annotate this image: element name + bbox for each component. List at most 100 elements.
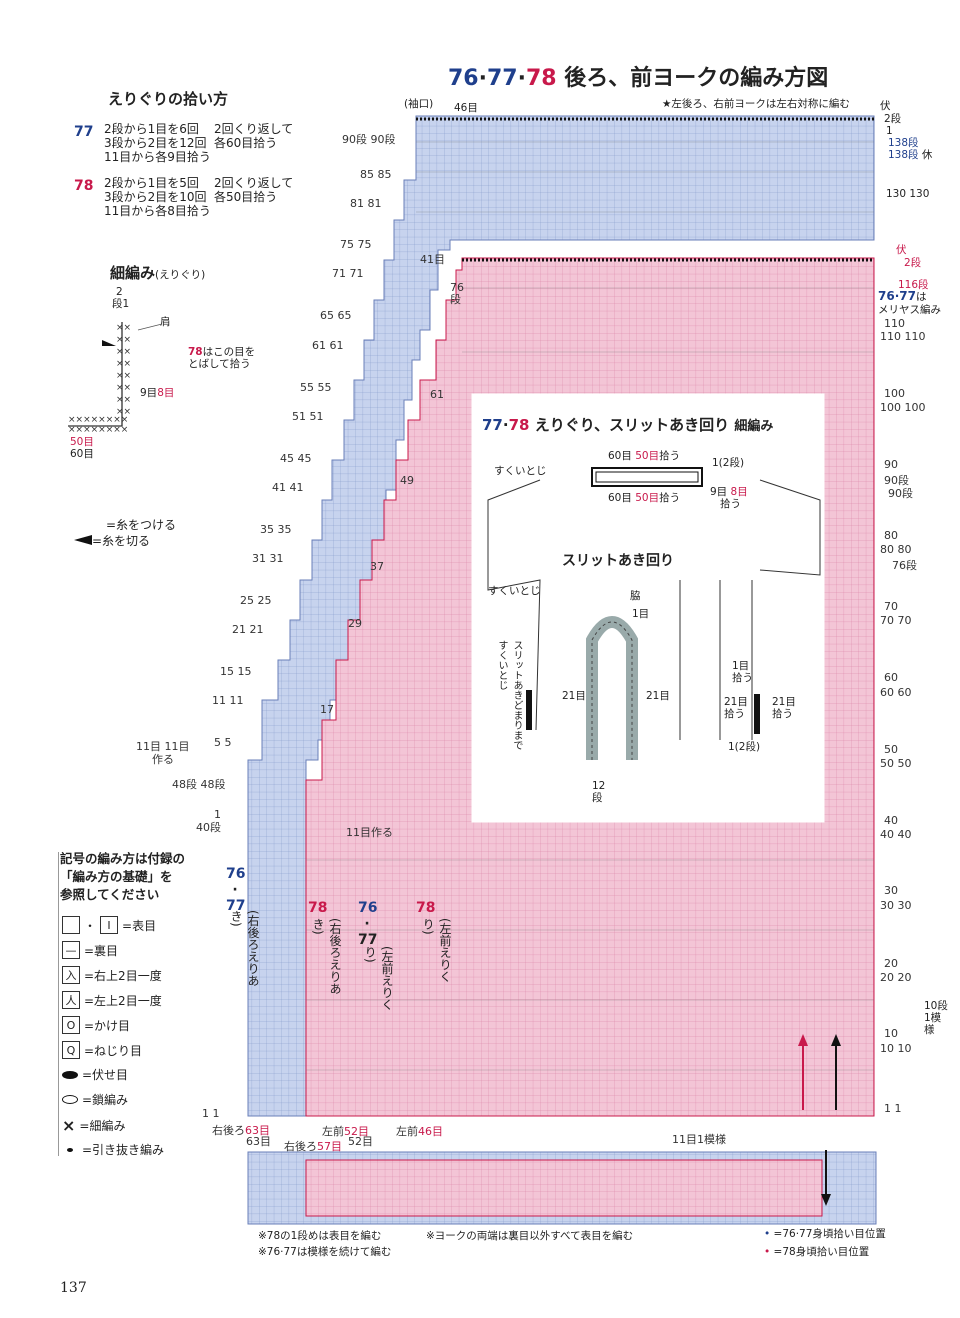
yarn-cut: =糸を切る bbox=[74, 534, 150, 548]
inset-hirou-c: 拾う bbox=[720, 498, 741, 510]
right-row-90c: 90段 bbox=[888, 487, 913, 500]
lb-leftfront2: 左前46目 bbox=[396, 1125, 443, 1138]
legend-purl: —=裏目 bbox=[62, 941, 118, 959]
legend-bindoff: =伏せ目 bbox=[62, 1066, 128, 1083]
pickup-heading: えりぐりの拾い方 bbox=[108, 90, 229, 108]
inset-m1: 1目 bbox=[632, 608, 650, 620]
inset-9: 9目 8目 bbox=[710, 486, 748, 498]
right-row-10b: 10 10 bbox=[880, 1042, 912, 1055]
right-row-110b: 110 110 bbox=[880, 330, 926, 343]
left-row-31: 31 31 bbox=[252, 552, 284, 565]
crochet-row1: 段1 bbox=[112, 298, 130, 310]
crochet-mini-diagram: ×××××××× ×××××××× ×××××××××××××××× bbox=[68, 322, 163, 435]
yarn-attach-icon bbox=[74, 519, 106, 529]
lb-leftfront: 左前52目 bbox=[322, 1125, 369, 1138]
svg-text:××××××××: ×××××××× bbox=[68, 425, 128, 435]
left-row-21: 21 21 bbox=[232, 623, 264, 636]
right-row-1: 1 1 bbox=[884, 1102, 902, 1115]
left-row-90: 90段 90段 bbox=[342, 133, 396, 146]
left-row-75: 75 75 bbox=[340, 238, 372, 251]
left-row-5: 5 5 bbox=[214, 736, 232, 749]
lb-48: 48段 48段 bbox=[172, 778, 226, 791]
lb-11make: 11目作る bbox=[346, 826, 393, 839]
right-row-76: 76段 bbox=[892, 559, 917, 572]
legend-chain: =鎖編み bbox=[62, 1091, 128, 1108]
right-row-110: 110 bbox=[884, 317, 905, 330]
left-row-15: 15 15 bbox=[220, 665, 252, 678]
left-row-45: 45 45 bbox=[280, 452, 312, 465]
lb-1: 1 bbox=[214, 808, 221, 821]
right-row-60: 60 bbox=[884, 671, 898, 684]
right-row-50b: 50 50 bbox=[880, 757, 912, 770]
legend-knit: ・I=表目 bbox=[62, 916, 156, 934]
legend-slip: =引き抜き編み bbox=[62, 1141, 164, 1158]
legend-divider bbox=[58, 852, 59, 1156]
inset-slit-vert: スリットあきどまりまですくいとじ bbox=[496, 640, 522, 750]
legend-left-dec: 人=左上2目一度 bbox=[62, 991, 162, 1009]
st46-label: 46目 bbox=[454, 102, 478, 114]
lb-rightback: 右後ろ63目 bbox=[212, 1124, 270, 1137]
vert-78b-sub: (左前えりくり) bbox=[421, 918, 452, 983]
right-row-40b: 40 40 bbox=[880, 828, 912, 841]
symbols-heading: 記号の編み方は付録の「編み方の基礎」を参照してください bbox=[60, 851, 186, 902]
bottom-note-2: ※76·77は模様を続けて編む bbox=[258, 1246, 392, 1258]
r76-77: 76·77は bbox=[878, 289, 927, 303]
svg-text:××: ×× bbox=[116, 407, 131, 417]
r2b: 2段 bbox=[904, 257, 922, 269]
yarn-cut-icon bbox=[74, 535, 92, 545]
vert-76-77: 76·77 bbox=[226, 866, 246, 914]
bottom-band-pink bbox=[305, 1159, 823, 1217]
r138b: 138段 休 bbox=[888, 149, 933, 161]
red-29: 29 bbox=[348, 617, 362, 630]
inset-m21c: 21目拾う bbox=[724, 696, 748, 720]
crochet-note: 78はこの目をとばして拾う bbox=[188, 346, 256, 370]
inset-r1a: 1(2段) bbox=[712, 457, 745, 469]
right-row-20b: 20 20 bbox=[880, 971, 912, 984]
left-row-85: 85 85 bbox=[360, 168, 392, 181]
vert-76b: 76·77 bbox=[358, 900, 378, 948]
inset-m21a: 21目 bbox=[562, 690, 586, 702]
fuse2: 伏 bbox=[896, 244, 907, 256]
vert-78a-sub: (右後ろえりあき) bbox=[311, 918, 342, 995]
right-row-20: 20 bbox=[884, 957, 898, 970]
left-row-65: 65 65 bbox=[320, 309, 352, 322]
lb-40: 40段 bbox=[196, 821, 221, 834]
red-61: 61 bbox=[430, 388, 444, 401]
inset-m1b: 1目拾う bbox=[732, 660, 753, 684]
pattern10: 10段1模様 bbox=[924, 1000, 948, 1036]
left-row-25: 25 25 bbox=[240, 594, 272, 607]
right-row-30: 30 bbox=[884, 884, 898, 897]
red-49: 49 bbox=[400, 474, 414, 487]
inset-title: 77·78 えりぐり、スリットあき回り 細編み bbox=[482, 416, 774, 434]
right-row-80b: 80 80 bbox=[880, 543, 912, 556]
inset-r1b: 1(2段) bbox=[728, 741, 761, 753]
svg-text:××: ×× bbox=[116, 383, 131, 393]
red-17: 17 bbox=[320, 703, 334, 716]
r130: 130 130 bbox=[886, 188, 930, 200]
right-row-80: 80 bbox=[884, 529, 898, 542]
right-row-100: 100 bbox=[884, 387, 905, 400]
right-row-10: 10 bbox=[884, 1027, 898, 1040]
right-row-30b: 30 30 bbox=[880, 899, 912, 912]
lb-r11: 1 1 bbox=[202, 1107, 220, 1120]
right-row-90b: 90段 bbox=[884, 474, 909, 487]
pickup-77: 77 bbox=[74, 124, 94, 140]
crochet-st: 9目8目 bbox=[140, 387, 175, 399]
pos-78: • =78身頃拾い目位置 bbox=[764, 1246, 870, 1258]
red-41: 41目 bbox=[420, 253, 445, 266]
crochet-shoulder: 肩 bbox=[160, 316, 171, 328]
left-row-51: 51 51 bbox=[292, 410, 324, 423]
inset-m21b: 21目 bbox=[646, 690, 670, 702]
vert-77b-sub: (左前えりくり) bbox=[363, 946, 394, 1011]
inset-m21d: 21目拾う bbox=[772, 696, 796, 720]
lb-saku: 作る bbox=[152, 753, 174, 766]
right-row-70b: 70 70 bbox=[880, 614, 912, 627]
red-37: 37 bbox=[370, 560, 384, 573]
vert-78a: 78 bbox=[308, 900, 328, 916]
right-row-100b: 100 100 bbox=[880, 401, 926, 414]
inset-60a: 60目 50目拾う bbox=[608, 450, 681, 462]
